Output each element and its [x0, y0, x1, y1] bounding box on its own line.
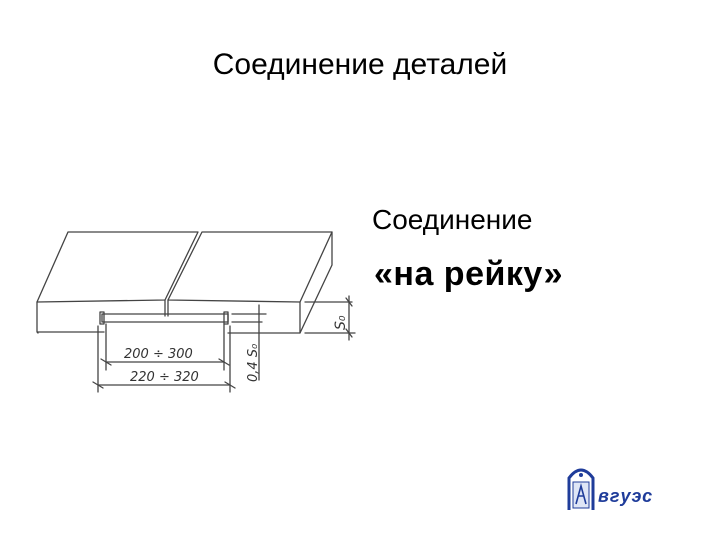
dimension-thickness-label: S₀ [333, 315, 349, 330]
subtitle-line1: Соединение [372, 204, 533, 235]
left-board-top [36, 231, 199, 303]
slide-title: Соединение деталей [212, 48, 508, 81]
right-board-side [299, 231, 333, 334]
subtitle-line2: «на рейку» [374, 255, 564, 293]
left-board-front [36, 301, 105, 334]
dimension-outer-label: 220 ÷ 320 [130, 370, 199, 385]
university-emblem-icon [567, 468, 595, 510]
dimension-inner-label: 200 ÷ 300 [124, 347, 193, 362]
university-logo-text: вгуэс [598, 486, 654, 506]
dimension-slot-label: 0,4 S₀ [246, 343, 261, 382]
